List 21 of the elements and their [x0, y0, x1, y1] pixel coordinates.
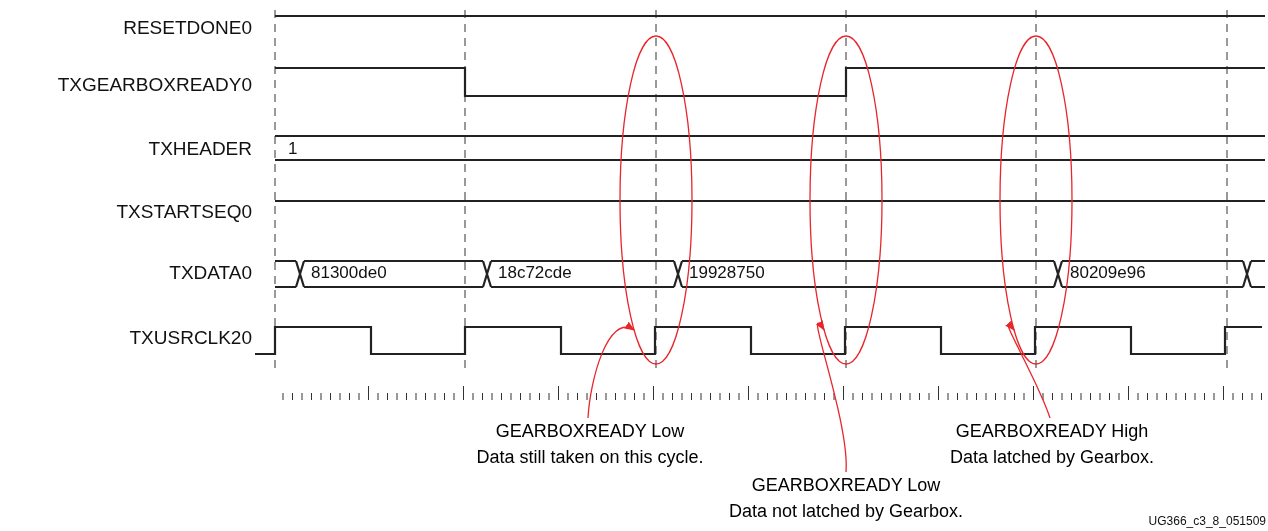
bus-value: 80209e96 — [1070, 263, 1146, 283]
callout-arrow — [587, 322, 635, 419]
callout-text: GEARBOXREADY Low — [494, 420, 686, 443]
signal-name: TXHEADER — [148, 138, 252, 160]
callout-text: Data latched by Gearbox. — [948, 446, 1156, 469]
callout-text: GEARBOXREADY High — [954, 420, 1150, 443]
signal-name: RESETDONE0 — [123, 17, 252, 39]
callout-text: Data still taken on this cycle. — [475, 446, 705, 469]
signal-name: TXGEARBOXREADY0 — [57, 74, 252, 96]
callout-text: GEARBOXREADY Low — [750, 474, 942, 497]
bus-value: 81300de0 — [311, 263, 387, 283]
callout-text: Data not latched by Gearbox. — [727, 500, 965, 523]
signal-name: TXUSRCLK20 — [129, 327, 252, 349]
figure-id: UG366_c3_8_051509 — [1148, 514, 1266, 528]
bus-value: 18c72cde — [498, 263, 572, 283]
bus-value: 19928750 — [689, 263, 765, 283]
bus-value: 1 — [288, 139, 298, 159]
signal-name: TXSTARTSEQ0 — [116, 201, 252, 223]
callout-arrow — [815, 320, 847, 473]
signal-name: TXDATA0 — [169, 262, 252, 284]
callout-arrow — [1005, 320, 1051, 419]
